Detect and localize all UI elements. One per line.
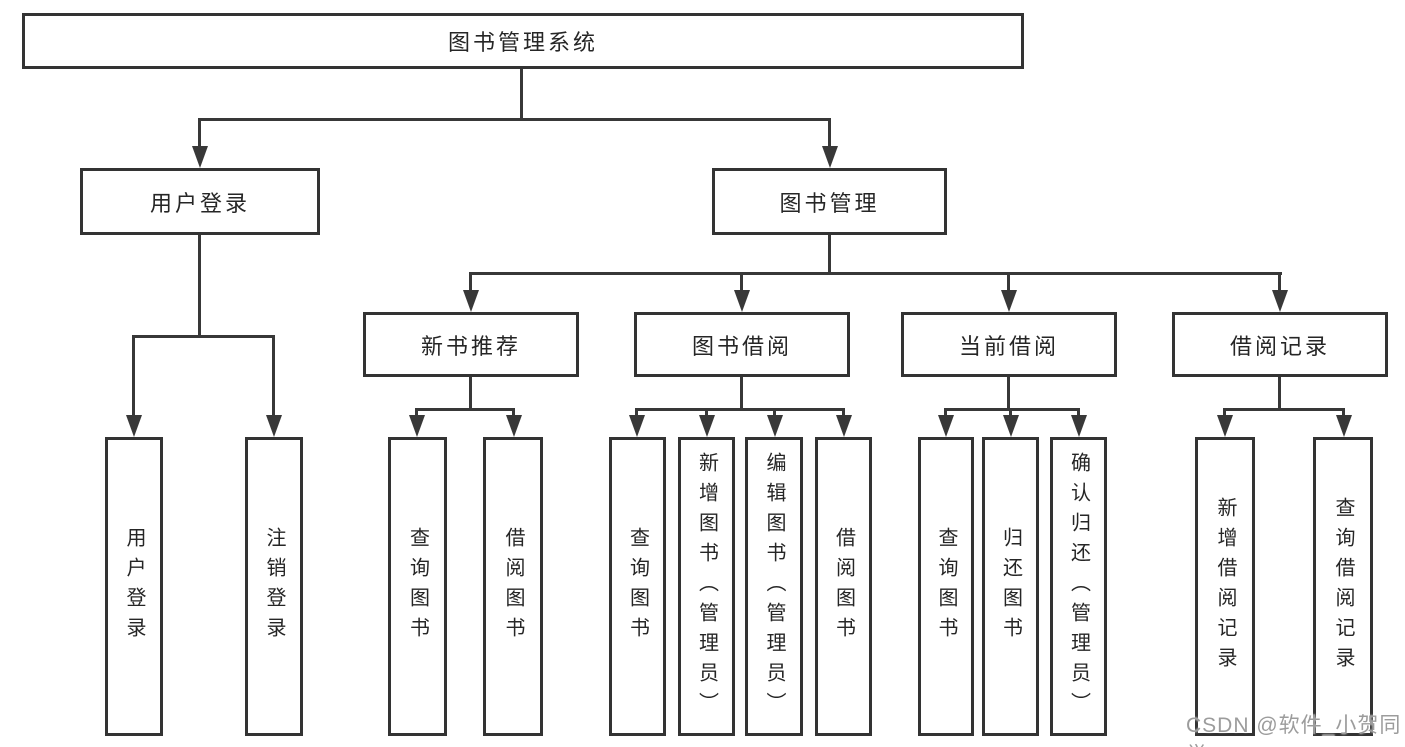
leaf-add-borrow-record: 新增借阅记录: [1195, 437, 1255, 736]
connector-line: [1342, 408, 1345, 417]
connector-line: [469, 272, 1282, 275]
connector-line: [1009, 408, 1012, 417]
connector-line: [828, 118, 831, 147]
connector-line: [469, 377, 472, 408]
connector-line: [944, 408, 1080, 411]
arrow-down-icon: [1003, 415, 1019, 437]
node-book-management: 图书管理: [712, 168, 947, 235]
arrow-down-icon: [1001, 290, 1017, 312]
arrow-down-icon: [836, 415, 852, 437]
connector-line: [415, 408, 418, 417]
connector-line: [740, 272, 743, 292]
leaf-label: 归还图书: [999, 526, 1022, 647]
connector-line: [469, 272, 472, 292]
node-label: 借阅记录: [1229, 333, 1330, 359]
connector-line: [773, 408, 776, 417]
node-borrowing-records: 借阅记录: [1172, 312, 1388, 377]
leaf-label: 新增借阅记录: [1214, 496, 1236, 677]
arrow-down-icon: [192, 146, 208, 168]
arrow-down-icon: [506, 415, 522, 437]
leaf-label: 查询借阅记录: [1332, 496, 1354, 677]
connector-line: [1223, 408, 1226, 417]
leaf-label: 查询图书: [935, 526, 957, 647]
connector-line: [512, 408, 515, 417]
leaf-confirm-return-admin: 确认归还（管理员）: [1050, 437, 1107, 736]
arrow-down-icon: [463, 290, 479, 312]
connector-line: [1077, 408, 1080, 417]
node-label: 用户登录: [149, 190, 250, 216]
leaf-label: 借阅图书: [832, 526, 855, 647]
leaf-query-books-borrow: 查询图书: [609, 437, 666, 736]
leaf-borrow-books-recommend: 借阅图书: [483, 437, 543, 736]
arrow-down-icon: [409, 415, 425, 437]
connector-line: [198, 235, 201, 335]
node-label: 图书借阅: [691, 333, 792, 359]
leaf-label: 确认归还（管理员）: [1067, 451, 1090, 722]
leaf-return-books: 归还图书: [982, 437, 1039, 736]
connector-line: [635, 408, 845, 411]
connector-line: [198, 118, 201, 147]
connector-line: [1007, 377, 1010, 408]
leaf-label: 借阅图书: [502, 526, 524, 647]
leaf-label: 用户登录: [123, 526, 145, 647]
arrow-down-icon: [1217, 415, 1233, 437]
leaf-user-login: 用户登录: [105, 437, 163, 736]
arrow-down-icon: [1272, 290, 1288, 312]
leaf-add-books-admin: 新增图书（管理员）: [678, 437, 735, 736]
connector-line: [1223, 408, 1345, 411]
node-library-management-system: 图书管理系统: [22, 13, 1024, 69]
leaf-borrow-books: 借阅图书: [815, 437, 872, 736]
leaf-query-borrow-record: 查询借阅记录: [1313, 437, 1373, 736]
connector-line: [520, 69, 523, 118]
node-book-borrowing: 图书借阅: [634, 312, 850, 377]
node-label: 当前借阅: [958, 333, 1059, 359]
leaf-edit-books-admin: 编辑图书（管理员）: [745, 437, 803, 736]
leaf-query-books-current: 查询图书: [918, 437, 974, 736]
arrow-down-icon: [1336, 415, 1352, 437]
node-current-borrowing: 当前借阅: [901, 312, 1117, 377]
connector-line: [198, 118, 831, 121]
node-user-login: 用户登录: [80, 168, 320, 235]
leaf-logout: 注销登录: [245, 437, 303, 736]
arrow-down-icon: [629, 415, 645, 437]
leaf-label: 编辑图书（管理员）: [763, 451, 785, 722]
connector-line: [705, 408, 708, 417]
csdn-watermark: CSDN @软件_小贺同学: [1186, 714, 1402, 747]
node-label: 新书推荐: [420, 333, 521, 359]
leaf-label: 查询图书: [626, 526, 649, 647]
arrow-down-icon: [938, 415, 954, 437]
arrow-down-icon: [699, 415, 715, 437]
connector-line: [1278, 272, 1281, 292]
node-label: 图书管理: [779, 190, 880, 216]
connector-line: [132, 335, 275, 338]
arrow-down-icon: [734, 290, 750, 312]
arrow-down-icon: [822, 146, 838, 168]
leaf-label: 新增图书（管理员）: [695, 451, 718, 722]
connector-line: [842, 408, 845, 417]
arrow-down-icon: [126, 415, 142, 437]
connector-line: [944, 408, 947, 417]
connector-line: [272, 335, 275, 416]
leaf-label: 注销登录: [263, 526, 285, 647]
node-label: 图书管理系统: [447, 30, 598, 55]
arrow-down-icon: [1071, 415, 1087, 437]
connector-line: [740, 377, 743, 408]
leaf-label: 查询图书: [406, 526, 429, 647]
connector-line: [1278, 377, 1281, 408]
connector-line: [132, 335, 135, 416]
connector-line: [1007, 272, 1010, 292]
connector-line: [828, 235, 831, 272]
leaf-query-books-recommend: 查询图书: [388, 437, 447, 736]
node-new-book-recommendation: 新书推荐: [363, 312, 579, 377]
arrow-down-icon: [266, 415, 282, 437]
connector-line: [415, 408, 515, 411]
connector-line: [635, 408, 638, 417]
arrow-down-icon: [767, 415, 783, 437]
